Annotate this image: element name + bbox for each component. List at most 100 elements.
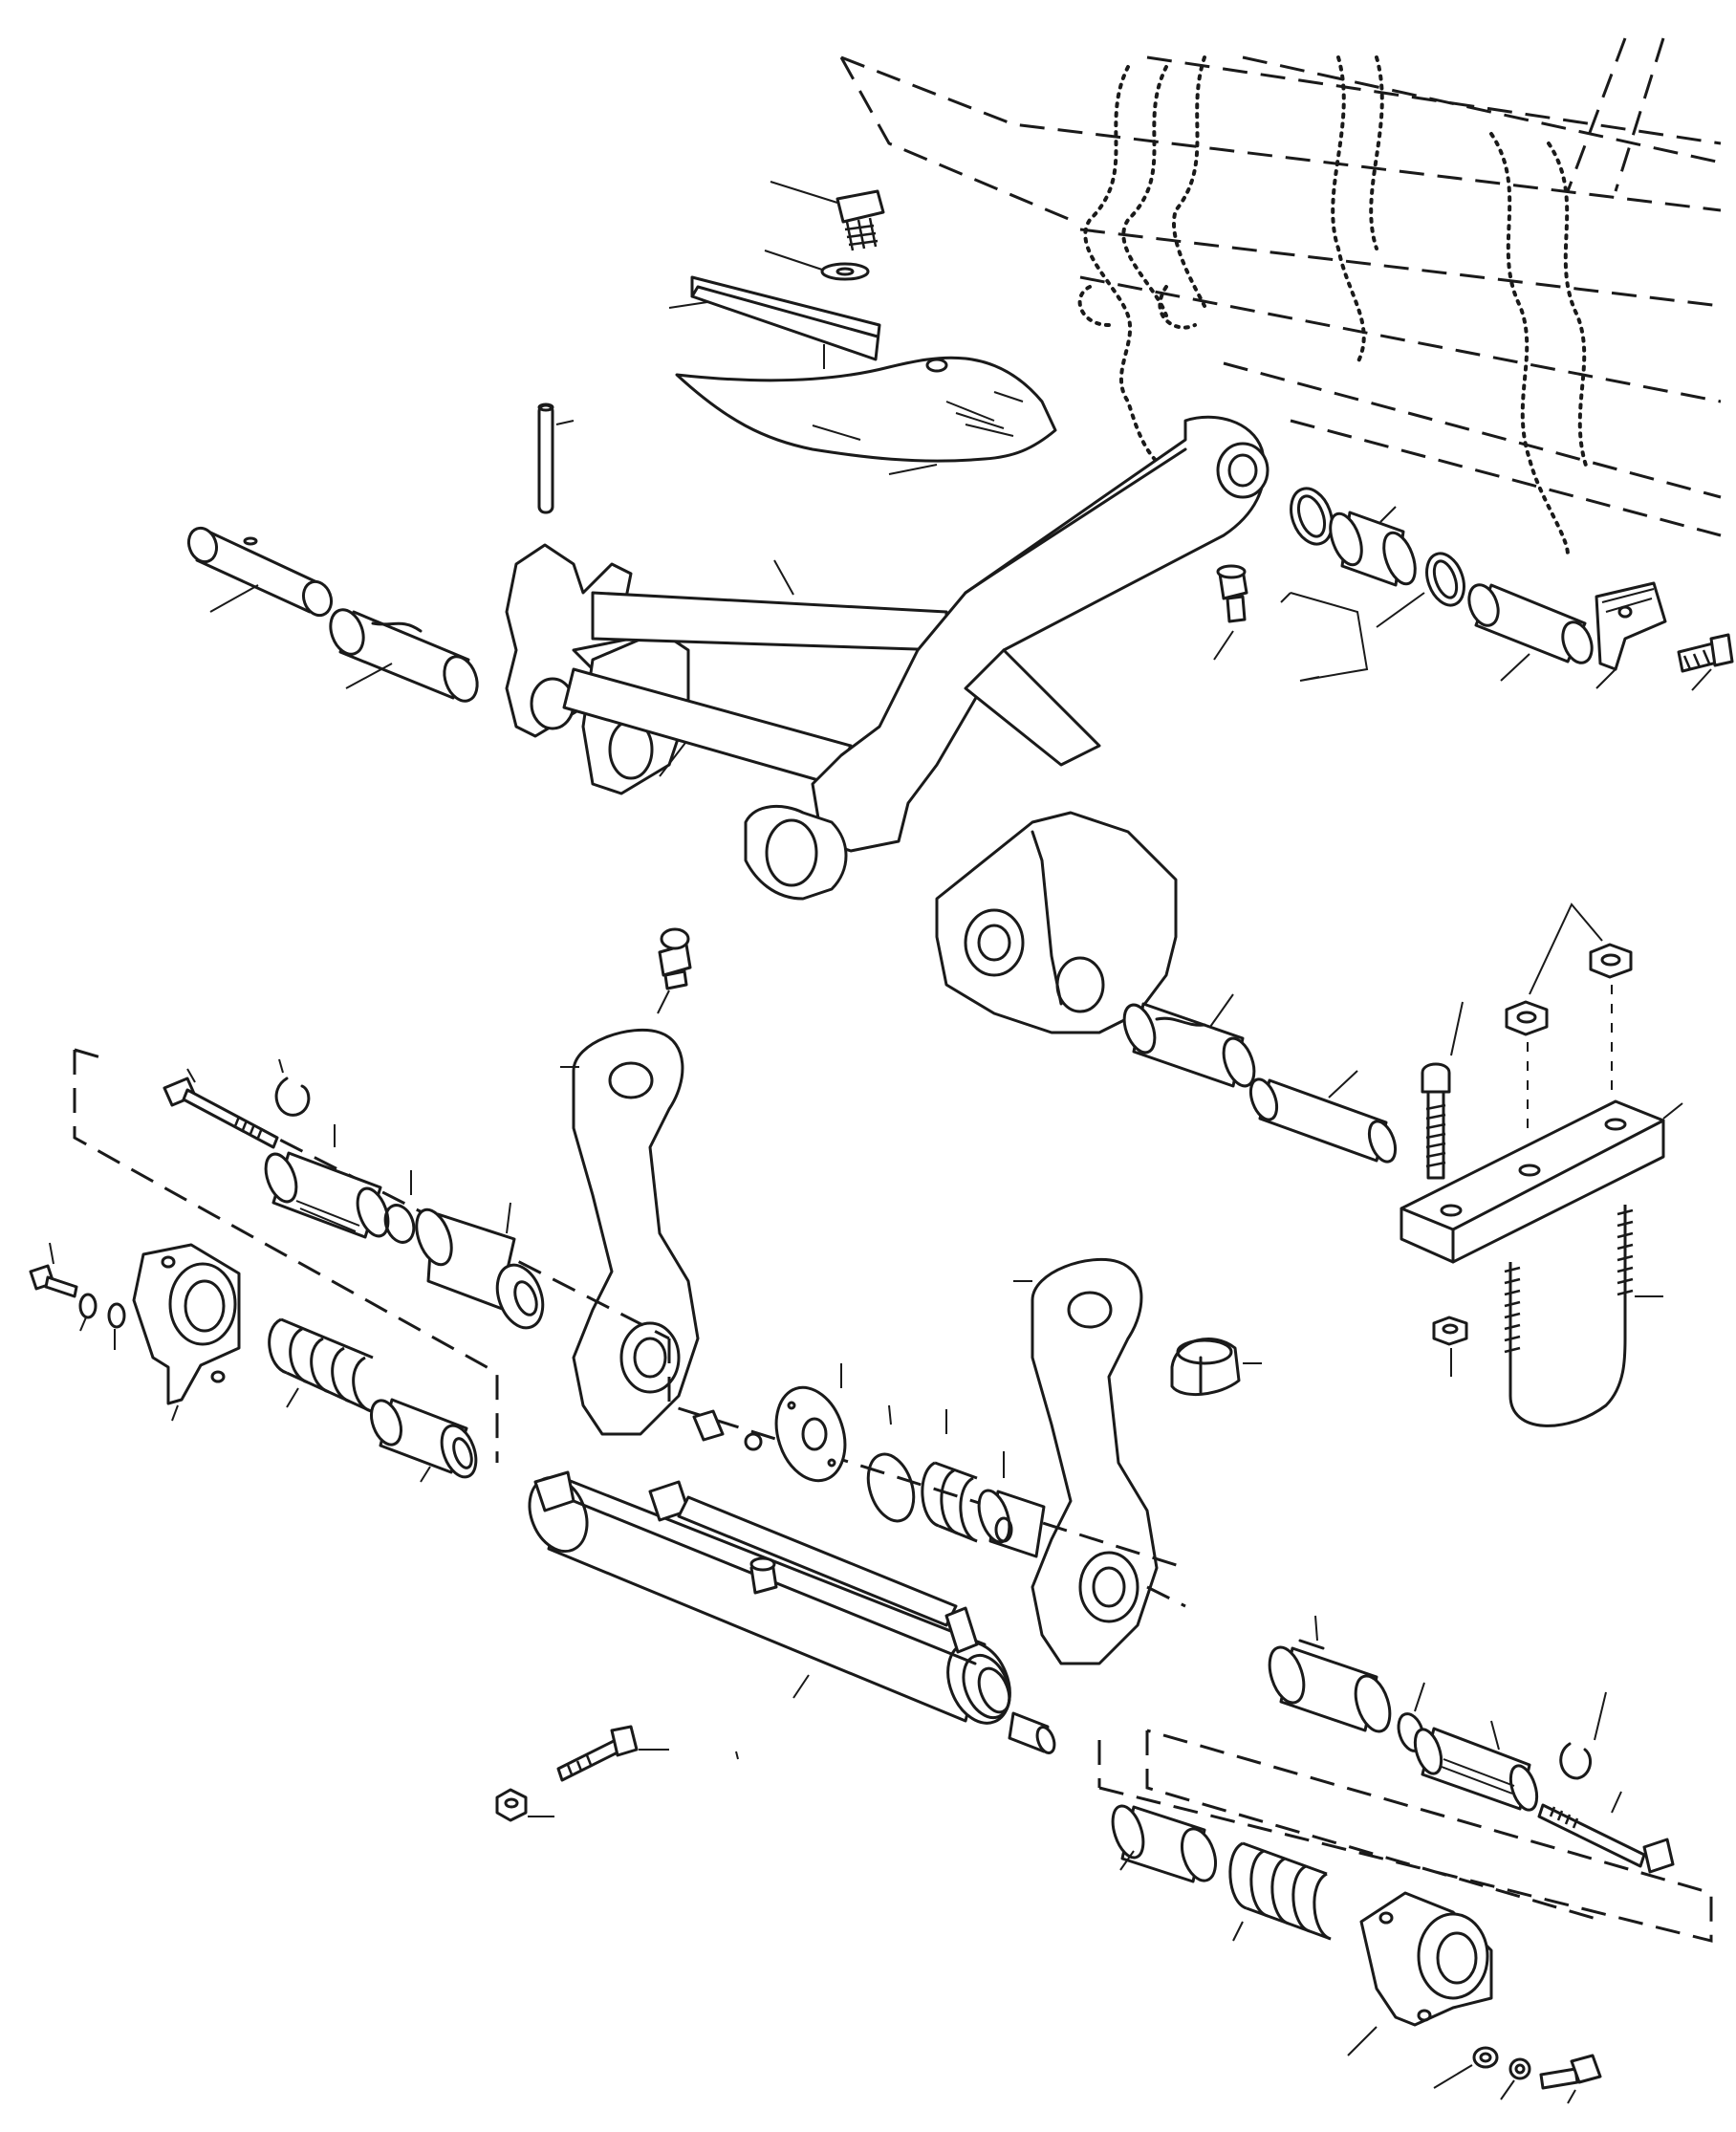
assembly-dash-right [1097, 1585, 1713, 1943]
leader-washer-small-right [1433, 2064, 1473, 2089]
leader-washer-small-left [79, 1316, 87, 1332]
leader-bushing-mid [1209, 993, 1234, 1028]
bolt-long-left [163, 1077, 279, 1149]
leader-spacer-right [1490, 1720, 1500, 1751]
ring-seal [1290, 487, 1334, 546]
bushing-left [329, 608, 479, 703]
leader-bolt-long-left [186, 1068, 196, 1083]
bushing-right [1329, 511, 1417, 587]
o-ring-left [383, 1204, 416, 1244]
bolt-small-left [29, 1264, 78, 1298]
leader-housing-right [1347, 2026, 1378, 2056]
main-a-frame [562, 415, 1269, 1034]
bracket-right [1595, 581, 1667, 671]
leader-roll-pin [555, 420, 575, 425]
bolt-bracket [1677, 633, 1734, 673]
nut-upper-2 [1505, 1000, 1549, 1036]
leader-washer-small-right-2 [1500, 2079, 1515, 2100]
bolt-small-right [1539, 2054, 1602, 2090]
pivot-pin-right [1467, 583, 1594, 664]
snap-ring-left [274, 1077, 311, 1117]
snap-ring-right [1559, 1742, 1593, 1780]
leader-seal-bracket [1280, 592, 1425, 682]
leader-bolt-long [1450, 1001, 1464, 1056]
piston-rod-end [1008, 1711, 1056, 1754]
washer-top [820, 262, 870, 281]
leader-pivot-pin-left [209, 584, 259, 613]
grease-nipple-small [692, 1409, 763, 1451]
plate-flat [690, 275, 881, 361]
leader-bolt-top [770, 181, 838, 204]
leader-stray [735, 1751, 739, 1760]
leader-bushing-left [345, 663, 393, 689]
nut-loose [495, 1788, 528, 1822]
leader-housing-left [171, 1404, 179, 1422]
bolt-long-right [1537, 1803, 1675, 1874]
flange-plate [774, 1385, 847, 1483]
seal-ring-cyl [866, 1452, 916, 1523]
frame-outline-dashed [839, 37, 1722, 556]
leader-spacer-left-lower [1119, 1850, 1135, 1871]
split-collar [1170, 1338, 1241, 1397]
leader-grease-fitting-mid [657, 990, 670, 1014]
leader-seal-ring-cyl [888, 1404, 892, 1425]
leader-washer-top [764, 250, 823, 271]
leader-snap-ring-left [278, 1058, 284, 1074]
leader-spring-left [286, 1387, 299, 1408]
leader-nuts-upper [1529, 903, 1603, 995]
spring-left [268, 1317, 374, 1413]
piston-rod [677, 1495, 979, 1654]
hydraulic-cylinder [528, 1470, 1011, 1725]
leader-main-a-frame [773, 559, 794, 596]
link-lower-right [1031, 1257, 1159, 1665]
leader-bolt-bracket [1691, 668, 1712, 691]
bolt-loose [556, 1725, 639, 1782]
nut-upper-1 [1589, 943, 1633, 979]
spacer-left-lower [1111, 1804, 1218, 1883]
leader-spring-right-lower [1232, 1921, 1244, 1942]
leader-grease-fitting-top [1213, 630, 1234, 661]
leader-bolt-long-right [1611, 1791, 1622, 1814]
bolt-top [835, 189, 885, 251]
leader-bolt-small-left [49, 1242, 54, 1265]
spacer-left [415, 1207, 545, 1330]
leader-snap-ring-right [1594, 1691, 1607, 1741]
spring-right [921, 1461, 978, 1543]
leader-bolt-small-right [1567, 2089, 1576, 2104]
leader-pivot-pin-right [1500, 653, 1530, 682]
leader-plate-flat [668, 301, 708, 309]
leader-bushing-right [1379, 506, 1397, 523]
bushing-mid [1122, 1002, 1256, 1088]
leader-sleeve-right-short [420, 1466, 431, 1483]
sleeve-right-short [369, 1398, 478, 1479]
pin-mid [1248, 1077, 1398, 1164]
leader-clamp-plate [1662, 1102, 1683, 1120]
leader-o-ring-right [1414, 1682, 1425, 1712]
clamp-plate [1400, 1099, 1665, 1264]
ring-seal-2 [1425, 552, 1465, 607]
housing-right [1359, 1891, 1493, 2027]
grease-fitting-top [1216, 564, 1248, 623]
leader-hydraulic-cylinder [792, 1674, 810, 1699]
leader-spacer-left [506, 1202, 511, 1234]
leader-bracket-right [1595, 668, 1617, 689]
washer-small-left [78, 1293, 126, 1329]
link-lower-left [572, 1028, 700, 1436]
sleeve-left [264, 1151, 390, 1239]
assembly-dash-left [73, 1048, 1186, 1570]
pivot-pin-left [186, 526, 334, 618]
spacer-right [1413, 1727, 1539, 1812]
grease-fitting-mid [658, 927, 692, 990]
leader-sleeve-right [1314, 1615, 1318, 1642]
leader-shank-plate [888, 464, 938, 475]
u-bolt [1504, 1205, 1634, 1427]
shank-plate [675, 356, 1057, 463]
bolt-long [1421, 1062, 1451, 1180]
housing-left [132, 1243, 241, 1405]
plug-mid [977, 1489, 1046, 1558]
spring-right-lower [1228, 1841, 1332, 1941]
washer-small-right [1472, 2046, 1531, 2080]
link-arm-left [505, 543, 690, 795]
grease-fitting-cyl [749, 1556, 778, 1595]
